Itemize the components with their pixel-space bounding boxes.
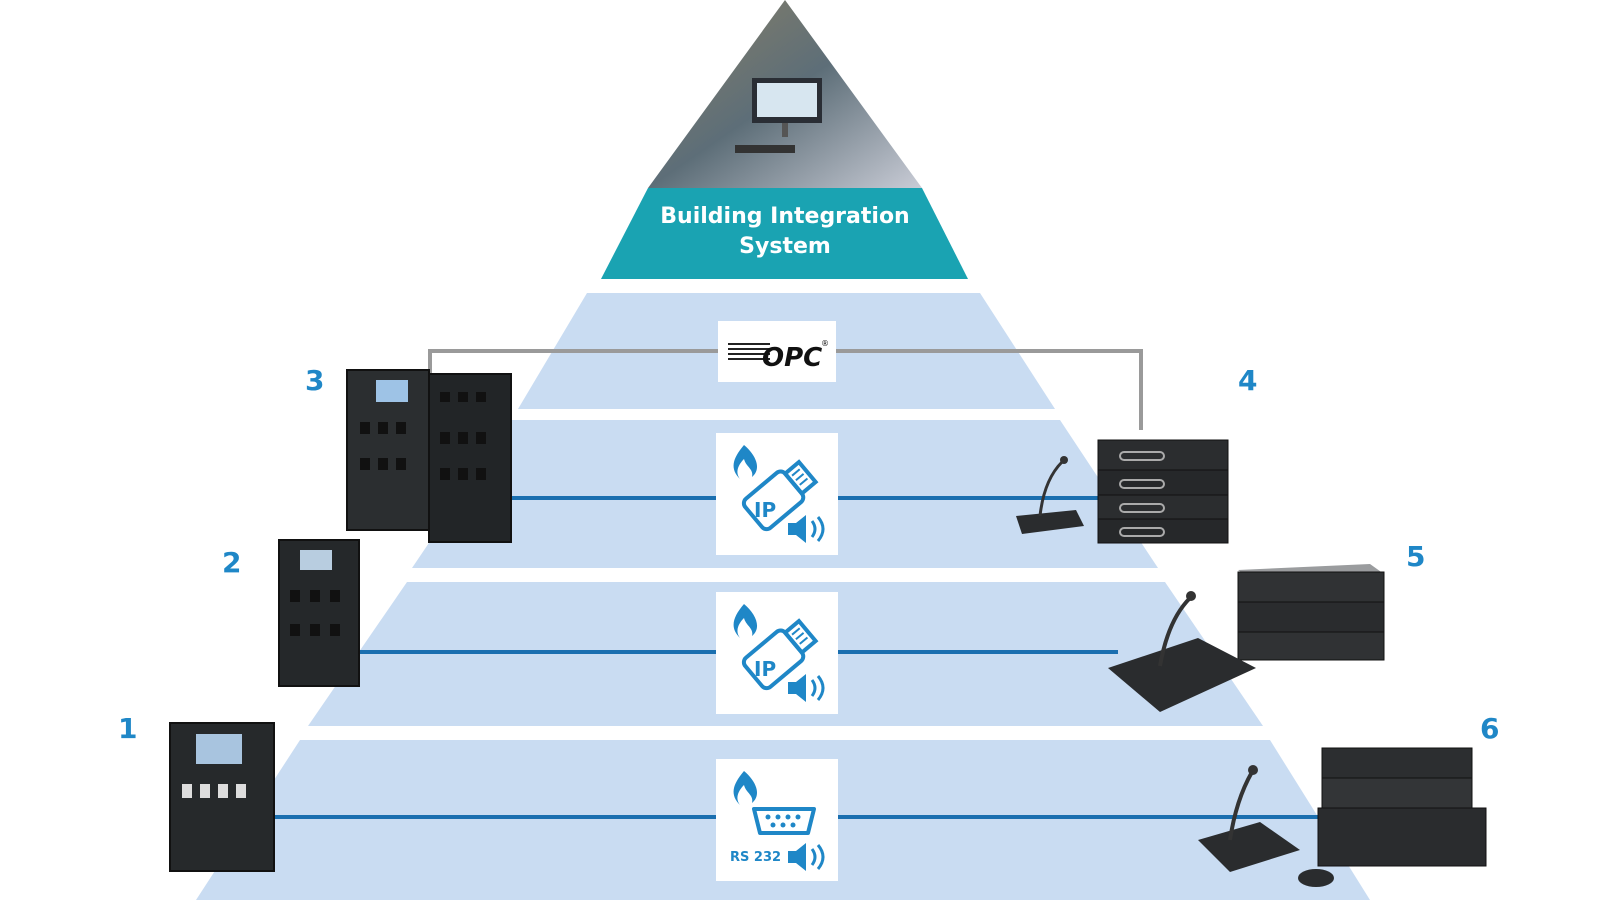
speaker-icon [788, 674, 825, 702]
device-2-fire-panel [278, 539, 360, 687]
ip-connector-icon [741, 618, 819, 691]
apex-section [601, 0, 968, 279]
level-number-2: 2 [222, 546, 242, 579]
device-4-call-station [1016, 456, 1084, 534]
level-number-1: 1 [118, 712, 138, 745]
opc-box: OPC ® [718, 321, 836, 382]
flame-icon [733, 604, 758, 638]
level-number-6: 6 [1480, 712, 1500, 745]
ip-label: IP [754, 657, 776, 681]
rs232-label: RS 232 [730, 850, 781, 865]
flame-icon [733, 771, 758, 805]
hand-microphone [1298, 869, 1334, 887]
level-number-3: 3 [305, 364, 325, 397]
device-3-fire-panel-cabinet [346, 369, 512, 543]
device-5-rack-units [1237, 564, 1385, 661]
interface-box-ip-upper: IP [716, 433, 838, 555]
interface-box-rs232: RS 232 [716, 759, 838, 881]
device-4-amplifier-stack [1097, 439, 1229, 544]
level-number-5: 5 [1406, 540, 1426, 573]
device-1-fire-panel [169, 722, 275, 872]
flame-icon [733, 445, 758, 479]
svg-text:®: ® [821, 339, 829, 348]
ip-connector-icon [741, 459, 819, 532]
device-5-call-station [1108, 591, 1256, 712]
device-6-rack-stack [1317, 747, 1487, 867]
ip-label: IP [754, 498, 776, 522]
opc-logo: OPC ® [728, 339, 829, 373]
level-number-4: 4 [1238, 364, 1258, 397]
device-6-call-station [1198, 765, 1334, 887]
apex-title-line1: Building Integration [660, 204, 910, 229]
interface-box-ip-middle: IP [716, 592, 838, 714]
serial-port-icon [752, 807, 816, 835]
speaker-icon [788, 843, 825, 871]
apex-title: Building Integration System [620, 202, 950, 262]
speaker-icon [788, 515, 825, 543]
apex-label-band [601, 188, 968, 279]
apex-title-line2: System [739, 234, 831, 259]
opc-logo-text: OPC [762, 343, 822, 373]
